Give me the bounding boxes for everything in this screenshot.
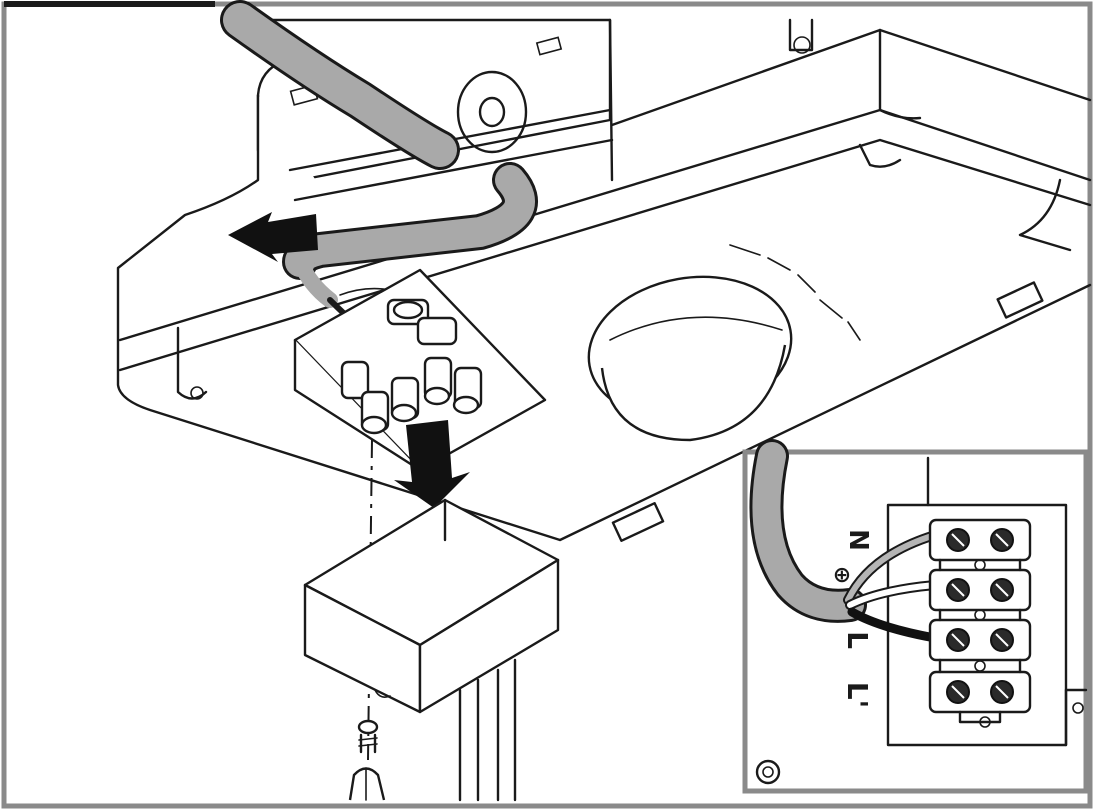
- arrow-left-icon: [228, 212, 318, 262]
- light-dome: [587, 275, 793, 442]
- label-live-switched: L': [841, 682, 874, 708]
- label-live: L: [841, 631, 874, 649]
- terminal-posts: [340, 298, 483, 435]
- screw-icon: [357, 719, 379, 754]
- terminal-block: [293, 268, 547, 472]
- label-neutral: N: [843, 529, 873, 551]
- earth-symbol-icon: ⊕: [833, 563, 851, 588]
- arrow-down-icon: [394, 420, 470, 508]
- detail-inset: N ⊕ L L': [742, 439, 1089, 794]
- mounting-tray: [118, 18, 1092, 542]
- terminal-cover: [303, 498, 560, 714]
- support-rails: [458, 658, 517, 802]
- embossed-marking: [729, 244, 861, 341]
- inset-terminal-strip: [928, 518, 1032, 728]
- screwdriver-icon: [348, 767, 386, 801]
